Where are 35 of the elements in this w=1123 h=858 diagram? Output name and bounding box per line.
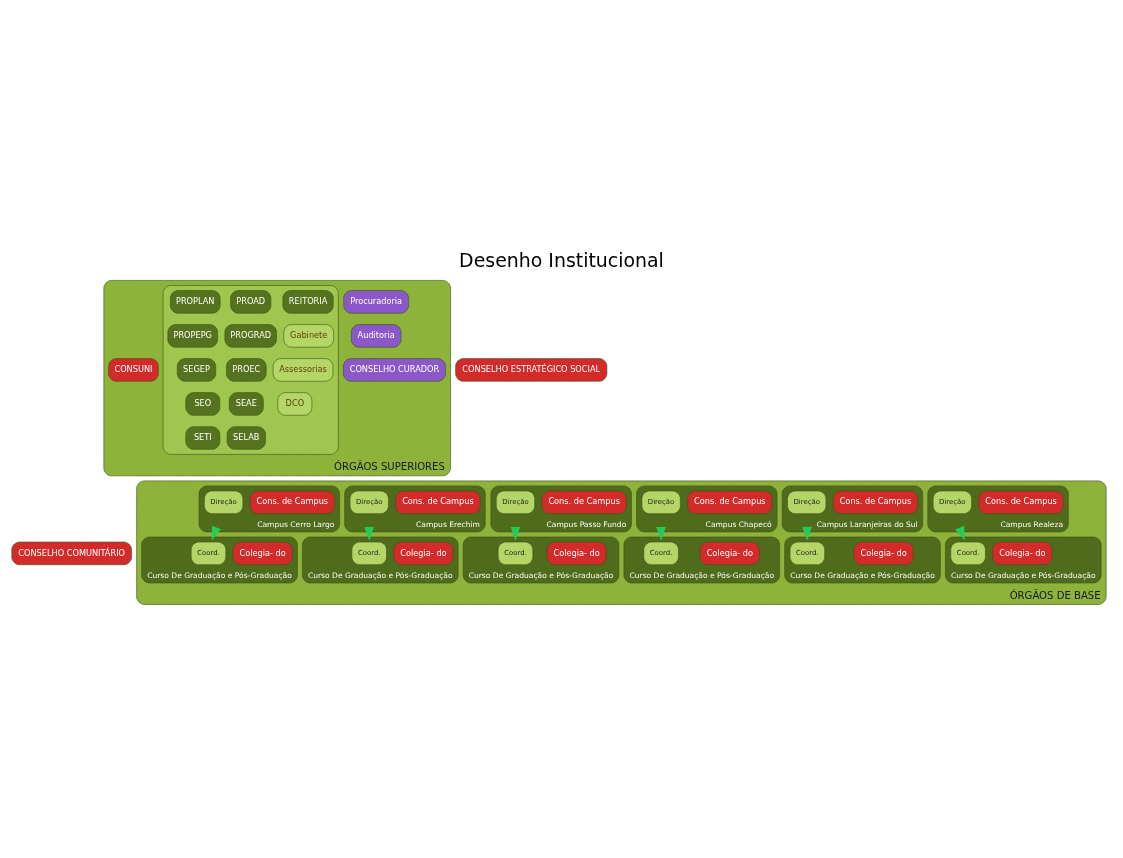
diagram-title: Desenho Institucional <box>459 248 664 271</box>
node-box: CONSELHO CURADOR <box>343 357 446 382</box>
node-box: CONSELHO ESTRATÉGICO SOCIAL <box>455 357 608 382</box>
node-box: PROGRAD <box>224 323 277 348</box>
node-box: PROPLAN <box>170 289 221 313</box>
node-box: Cons. de Campus <box>395 490 481 514</box>
node-box: Colegia- do <box>853 541 914 565</box>
node-box: Cons. de Campus <box>541 490 627 514</box>
node-box: Colegia- do <box>546 541 607 565</box>
node-box: Procuradoria <box>343 289 409 313</box>
arrow <box>510 526 521 541</box>
node-box: Colegia- do <box>992 541 1053 565</box>
node-box: Colegia- do <box>232 541 293 565</box>
node-box: CONSELHO COMUNITÁRIO <box>11 541 132 565</box>
node-box: Colegia- do <box>699 541 760 565</box>
node-box: Auditoria <box>350 323 402 348</box>
node-box: Cons. de Campus <box>687 490 773 514</box>
cluster <box>162 284 339 455</box>
node-box: SEO <box>185 391 221 416</box>
node-box: SETI <box>185 425 221 450</box>
node-box: SELAB <box>226 425 266 450</box>
node-box: REITORIA <box>282 289 334 313</box>
node-box: SEGEP <box>176 357 217 382</box>
node-box: Colegia- do <box>393 541 454 565</box>
node-box: Cons. de Campus <box>832 490 918 514</box>
node-box: CONSUNI <box>108 357 159 382</box>
node-box: DCO <box>277 391 313 416</box>
node-box: Cons. de Campus <box>249 490 335 514</box>
node-box: Assessorias <box>272 357 334 382</box>
node-box: PROEC <box>226 357 267 382</box>
node-box: PROAD <box>230 289 272 313</box>
node-box: PROPEPG <box>167 323 218 348</box>
node-box: SEAE <box>228 391 264 416</box>
node-box: Cons. de Campus <box>978 490 1064 514</box>
node-box: Gabinete <box>283 323 334 348</box>
